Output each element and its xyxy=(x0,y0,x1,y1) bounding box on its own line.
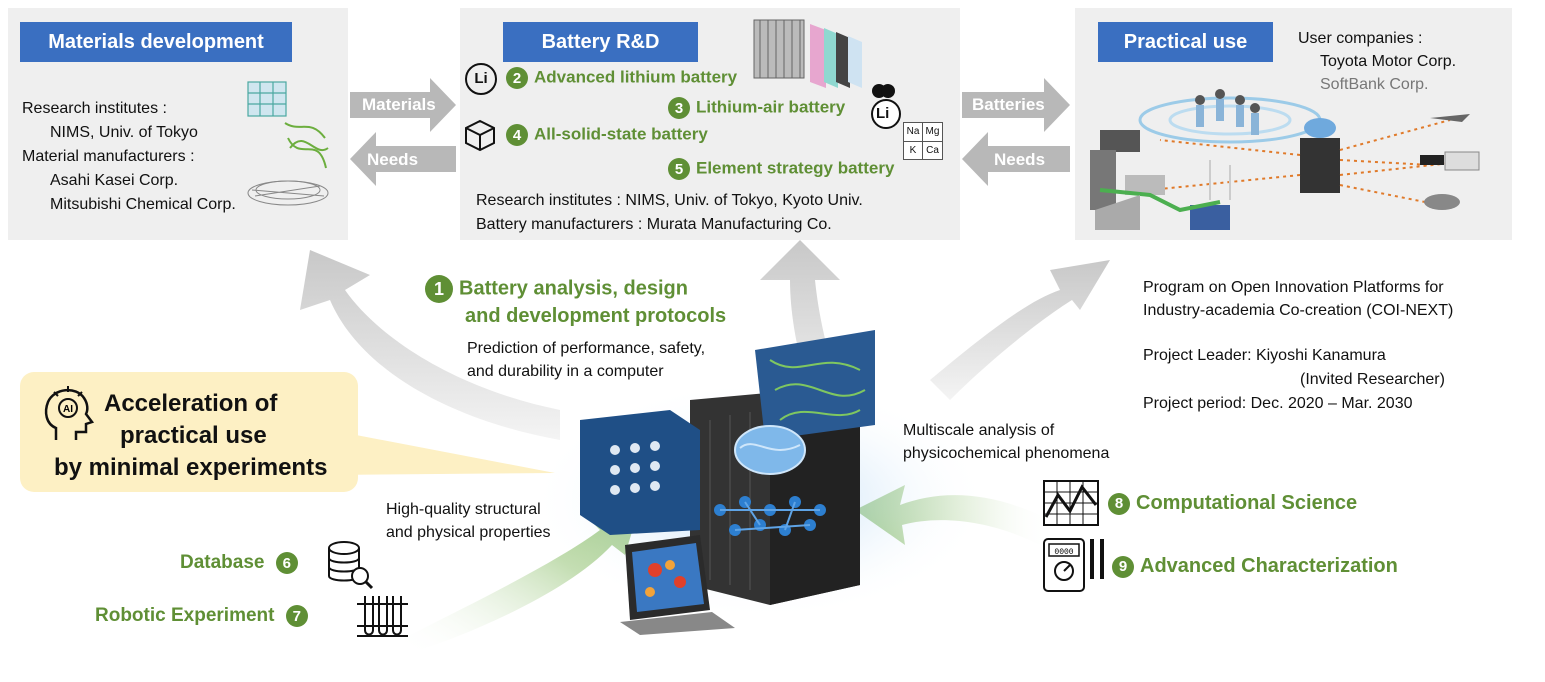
li-air-icon: Li xyxy=(868,82,904,135)
project-leader-role: (Invited Researcher) xyxy=(1300,371,1445,388)
materials-line-5: Mitsubishi Chemical Corp. xyxy=(50,196,236,213)
acceleration-line-2: practical use xyxy=(120,422,267,449)
project-leader: Project Leader: Kiyoshi Kanamura xyxy=(1143,347,1386,364)
material-structures-illustration xyxy=(247,81,329,206)
database-icon xyxy=(328,541,374,590)
periodic-elements-icon: Na Mg K Ca xyxy=(903,122,943,160)
battery-manufacturers: Battery manufacturers : Murata Manufactu… xyxy=(476,216,832,233)
arrow-to-practical xyxy=(930,260,1110,400)
acceleration-line-1: Acceleration of xyxy=(104,390,278,417)
practical-company-2: SoftBank Corp. xyxy=(1320,76,1429,93)
acceleration-line-3: by minimal experiments xyxy=(54,454,328,481)
svg-text:0000: 0000 xyxy=(1054,548,1073,557)
ai-head-icon: AI xyxy=(44,386,95,440)
arrow-batteries-label: Batteries xyxy=(972,95,1045,114)
horizontal-arrows-right xyxy=(962,78,1070,186)
li-icon: Li xyxy=(465,63,497,95)
multiscale-line-1: Multiscale analysis of xyxy=(903,422,1055,439)
horizontal-arrows-left xyxy=(350,78,456,186)
prediction-line-1: Prediction of performance, safety, xyxy=(467,340,706,357)
arrow-materials-label: Materials xyxy=(362,95,436,114)
materials-header: Materials development xyxy=(20,22,292,62)
practical-use-illustration xyxy=(1090,89,1480,230)
structural-line-2: and physical properties xyxy=(386,524,551,541)
database-label: Database 6 xyxy=(180,552,304,574)
arrow-needs-right xyxy=(962,132,1070,186)
arrow-batteries xyxy=(962,78,1070,132)
arrow-needs-left xyxy=(350,132,456,186)
practical-header: Practical use xyxy=(1098,22,1273,62)
battery-research: Research institutes : NIMS, Univ. of Tok… xyxy=(476,192,863,209)
prediction-line-2: and durability in a computer xyxy=(467,363,664,380)
structural-line-1: High-quality structural xyxy=(386,501,541,518)
materials-line-2: NIMS, Univ. of Tokyo xyxy=(50,124,198,141)
materials-line-1: Research institutes : xyxy=(22,100,167,117)
arrow-to-materials xyxy=(300,250,560,440)
materials-line-4: Asahi Kasei Corp. xyxy=(50,172,179,189)
project-period: Project period: Dec. 2020 – Mar. 2030 xyxy=(1143,395,1413,412)
program-line-1: Program on Open Innovation Platforms for xyxy=(1143,279,1444,296)
test-tubes-icon xyxy=(357,596,408,637)
program-line-2: Industry-academia Co-creation (COI-NEXT) xyxy=(1143,302,1454,319)
arrow-from-database xyxy=(400,505,640,650)
battery-header: Battery R&D xyxy=(503,22,698,62)
arrow-needs-right-label: Needs xyxy=(994,150,1046,169)
practical-company-1: Toyota Motor Corp. xyxy=(1320,53,1457,70)
computational-chart-icon xyxy=(1043,480,1099,526)
svg-text:AI: AI xyxy=(63,404,73,415)
battery-cell-illustration xyxy=(753,19,862,88)
arrow-materials xyxy=(350,78,456,132)
callout-pointer xyxy=(330,430,555,475)
multiscale-line-2: physicochemical phenomena xyxy=(903,445,1110,462)
multimeter-icon: 0000 xyxy=(1043,538,1104,592)
supercomputer-illustration xyxy=(580,330,875,635)
practical-user-label: User companies : xyxy=(1298,30,1423,47)
cube-icon xyxy=(465,119,495,152)
materials-line-3: Material manufacturers : xyxy=(22,148,195,165)
arrow-needs-left-label: Needs xyxy=(367,150,419,169)
robotic-label: Robotic Experiment 7 xyxy=(95,605,314,627)
